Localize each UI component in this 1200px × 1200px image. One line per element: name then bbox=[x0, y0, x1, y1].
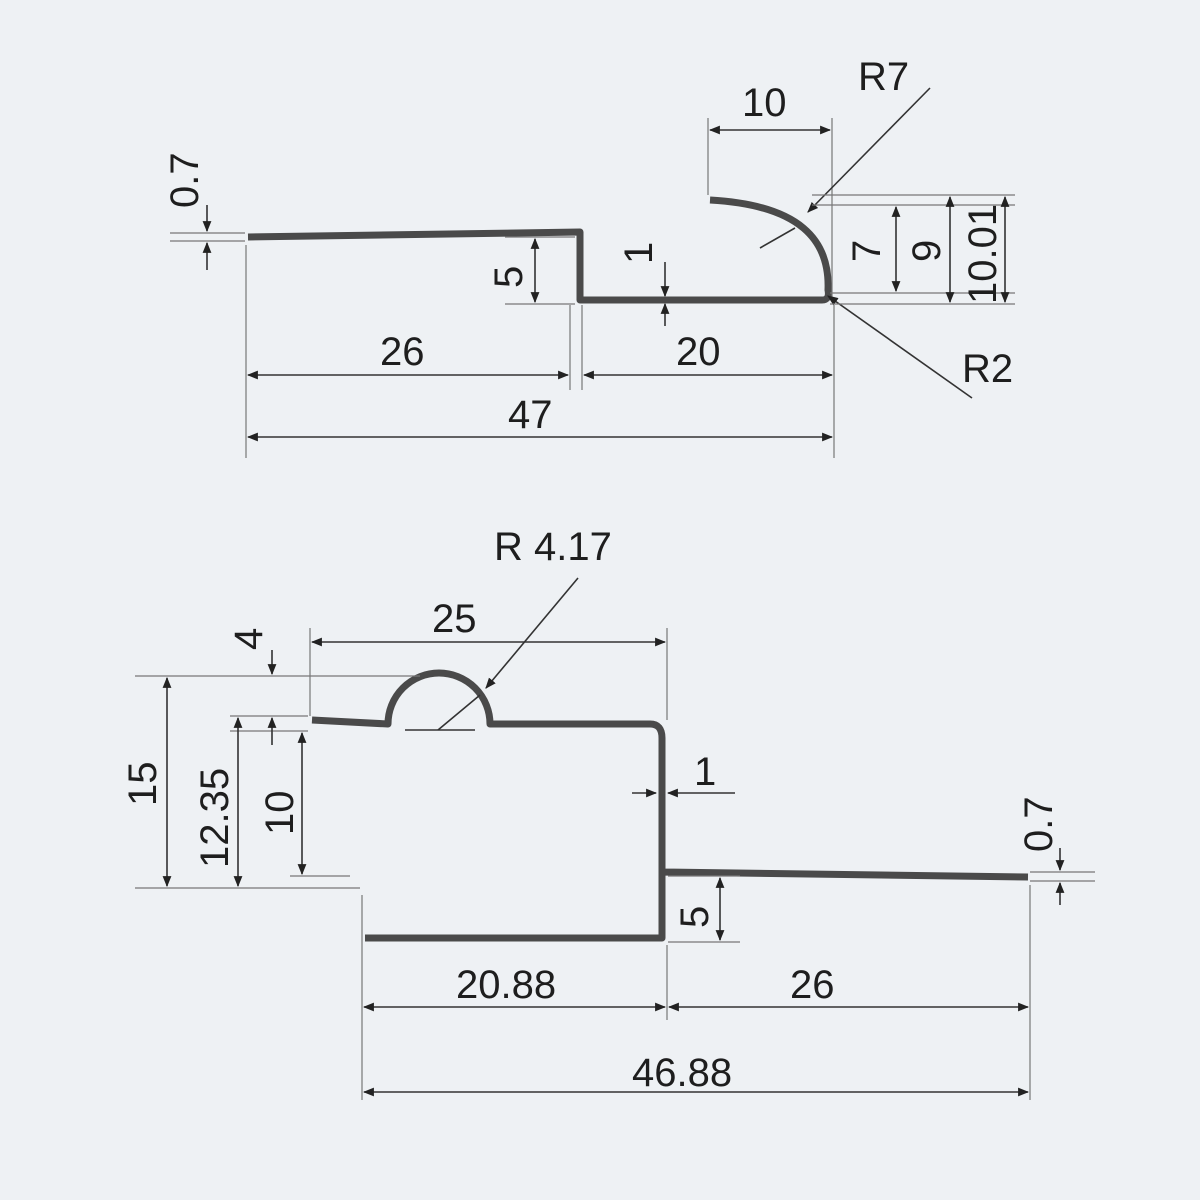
dim-height-4-label: 4 bbox=[227, 628, 271, 650]
dim-width-left-label: 26 bbox=[380, 330, 425, 374]
radius-large-label: R7 bbox=[858, 55, 909, 99]
radius-small-label: R2 bbox=[962, 347, 1013, 391]
dim-height-total-label: 10.01 bbox=[961, 204, 1005, 304]
dim-top-width-label: 10 bbox=[742, 81, 787, 125]
dim-height-10-label: 10 bbox=[258, 791, 302, 836]
top-profile-drawing: 0.7 5 1 10 R7 R2 7 bbox=[163, 55, 1015, 458]
dim-thickness-label: 0.7 bbox=[163, 152, 207, 208]
dim-lip-offset-label: 5 bbox=[487, 266, 531, 288]
dim-width-right-label: 26 bbox=[790, 963, 835, 1007]
dim-height-12-35-label: 12.35 bbox=[193, 768, 237, 868]
dim-width-left-label: 20.88 bbox=[456, 963, 556, 1007]
dim-flange-thickness-label: 0.7 bbox=[1017, 796, 1061, 852]
dim-top-width-label: 25 bbox=[432, 597, 477, 641]
dim-height-7-label: 7 bbox=[845, 240, 889, 262]
top-profile-shape bbox=[247, 196, 832, 304]
dim-height-15-label: 15 bbox=[121, 762, 165, 807]
dim-base-thickness-label: 1 bbox=[617, 242, 661, 264]
bottom-profile-shape bbox=[311, 669, 1029, 942]
dim-width-total-label: 46.88 bbox=[632, 1051, 732, 1095]
dim-height-9-label: 9 bbox=[905, 240, 949, 262]
dim-width-total-label: 47 bbox=[508, 393, 553, 437]
bottom-profile-drawing: R 4.17 25 4 15 12.35 10 1 bbox=[121, 525, 1095, 1100]
dim-width-right-label: 20 bbox=[676, 330, 721, 374]
radius-label: R 4.17 bbox=[494, 525, 612, 569]
dim-wall-thickness-label: 1 bbox=[694, 750, 716, 794]
dim-offset-5-label: 5 bbox=[673, 906, 717, 928]
